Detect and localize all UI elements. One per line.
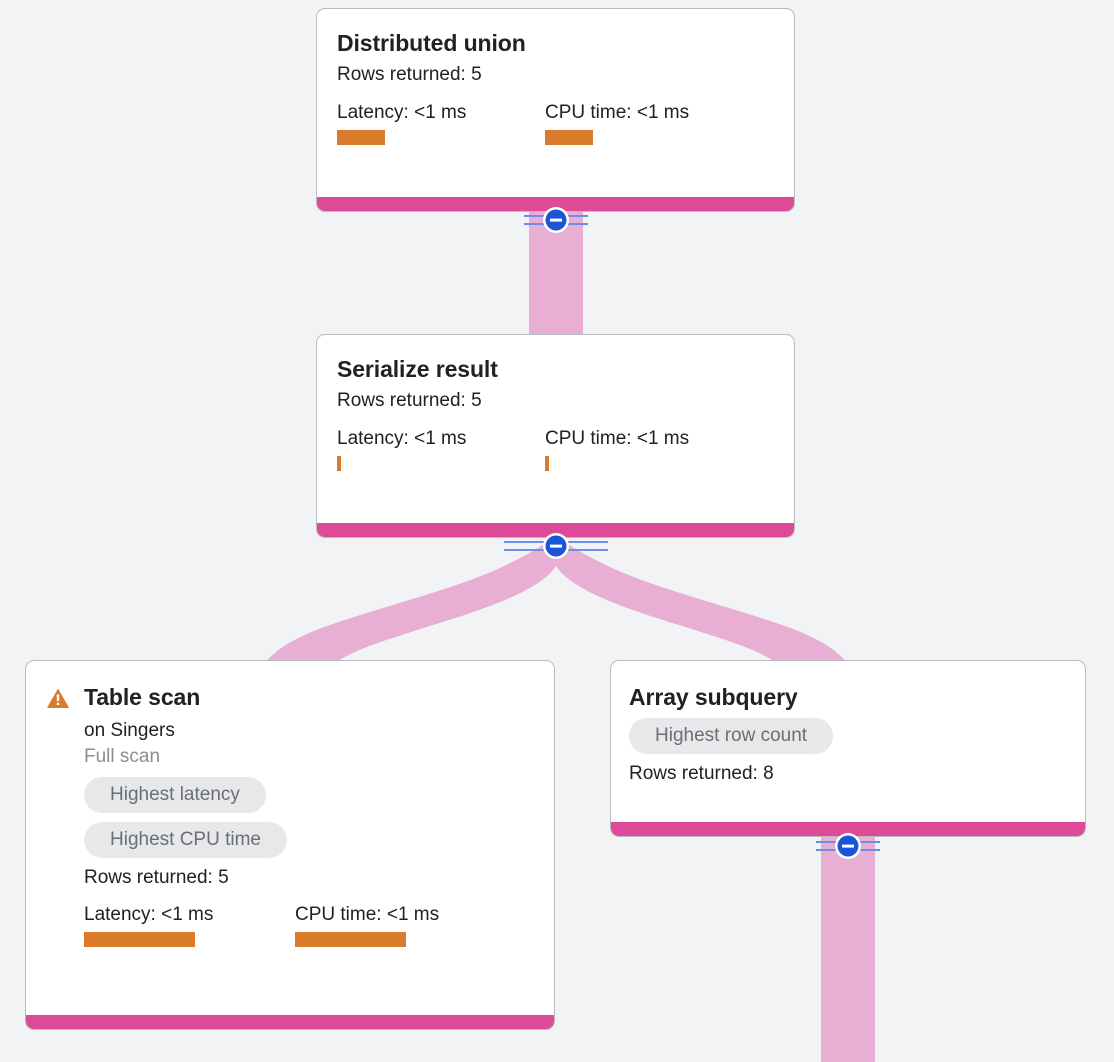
- edge-arraysubquery-to-child: [821, 836, 875, 1062]
- rows-returned: Rows returned: 5: [84, 866, 229, 888]
- latency-metric: Latency: <1 ms: [337, 102, 545, 145]
- node-accent-bar: [26, 1015, 554, 1029]
- cpu-metric: CPU time: <1 ms: [545, 428, 689, 471]
- node-title-row: Serialize result: [337, 357, 774, 381]
- cpu-metric: CPU time: <1 ms: [295, 904, 440, 948]
- warning-triangle-icon: [46, 687, 70, 709]
- plan-node-table-scan[interactable]: Table scan on Singers Full scan Highest …: [25, 660, 555, 1030]
- edge-serialize-to-arraysubquery: [556, 536, 848, 664]
- node-body: Serialize result Rows returned: 5 Latenc…: [317, 335, 794, 523]
- cpu-label: CPU time: <1 ms: [545, 427, 690, 449]
- node-title: Distributed union: [337, 30, 526, 56]
- node-title: Array subquery: [629, 684, 798, 710]
- node-content: on Singers Full scan Highest latency Hig…: [46, 720, 534, 948]
- node-title: Table scan: [84, 684, 201, 710]
- cpu-label: CPU time: <1 ms: [295, 904, 440, 926]
- node-body: Distributed union Rows returned: 5 Laten…: [317, 9, 794, 197]
- chip-highest-latency[interactable]: Highest latency: [84, 776, 266, 813]
- cpu-metric: CPU time: <1 ms: [545, 102, 689, 145]
- collapse-serialize-result-button[interactable]: [502, 531, 610, 561]
- minus-glyph: [842, 844, 854, 848]
- minus-glyph: [550, 218, 562, 222]
- node-title: Serialize result: [337, 356, 498, 382]
- cpu-bar: [545, 455, 549, 471]
- connector-lines-icon: [524, 215, 588, 225]
- node-body: Table scan on Singers Full scan Highest …: [26, 661, 554, 1015]
- node-title-row: Array subquery: [629, 685, 1065, 709]
- plan-node-serialize-result[interactable]: Serialize result Rows returned: 5 Latenc…: [316, 334, 795, 538]
- node-title-row: Table scan: [46, 685, 534, 709]
- connector-lines-icon: [504, 541, 608, 551]
- chip-list: Highest latency Highest CPU time: [84, 768, 534, 858]
- cpu-bar: [295, 932, 406, 948]
- connector-lines-icon: [816, 841, 880, 851]
- chip-highest-row-count[interactable]: Highest row count: [629, 718, 834, 754]
- chip-highest-cpu-time[interactable]: Highest CPU time: [84, 821, 287, 858]
- node-metrics: Latency: <1 ms CPU time: <1 ms: [337, 428, 774, 471]
- node-title-row: Distributed union: [337, 31, 774, 55]
- chip-list: Highest row count: [629, 709, 1065, 754]
- node-metrics: Latency: <1 ms CPU time: <1 ms: [337, 102, 774, 145]
- scan-type: Full scan: [84, 745, 161, 767]
- node-accent-bar: [317, 197, 794, 211]
- cpu-label: CPU time: <1 ms: [545, 101, 690, 123]
- rows-returned: Rows returned: 5: [337, 64, 482, 86]
- rows-returned: Rows returned: 8: [629, 762, 774, 784]
- latency-bar: [337, 455, 341, 471]
- collapse-distributed-union-button[interactable]: [522, 205, 590, 235]
- plan-node-array-subquery[interactable]: Array subquery Highest row count Rows re…: [610, 660, 1086, 837]
- latency-bar: [337, 129, 385, 145]
- latency-label: Latency: <1 ms: [337, 101, 467, 123]
- latency-metric: Latency: <1 ms: [337, 428, 545, 471]
- node-metrics: Latency: <1 ms CPU time: <1 ms: [84, 904, 534, 948]
- scan-target: on Singers: [84, 720, 175, 742]
- collapse-array-subquery-button[interactable]: [814, 831, 882, 861]
- plan-node-distributed-union[interactable]: Distributed union Rows returned: 5 Laten…: [316, 8, 795, 212]
- latency-bar: [84, 932, 195, 948]
- node-accent-bar: [611, 822, 1085, 836]
- edge-serialize-to-tablescan: [264, 536, 556, 664]
- node-accent-bar: [317, 523, 794, 537]
- latency-label: Latency: <1 ms: [84, 904, 214, 926]
- rows-returned: Rows returned: 5: [337, 390, 482, 412]
- node-body: Array subquery Highest row count Rows re…: [611, 661, 1085, 822]
- minus-glyph: [550, 544, 562, 548]
- latency-metric: Latency: <1 ms: [84, 904, 295, 948]
- cpu-bar: [545, 129, 593, 145]
- latency-label: Latency: <1 ms: [337, 427, 467, 449]
